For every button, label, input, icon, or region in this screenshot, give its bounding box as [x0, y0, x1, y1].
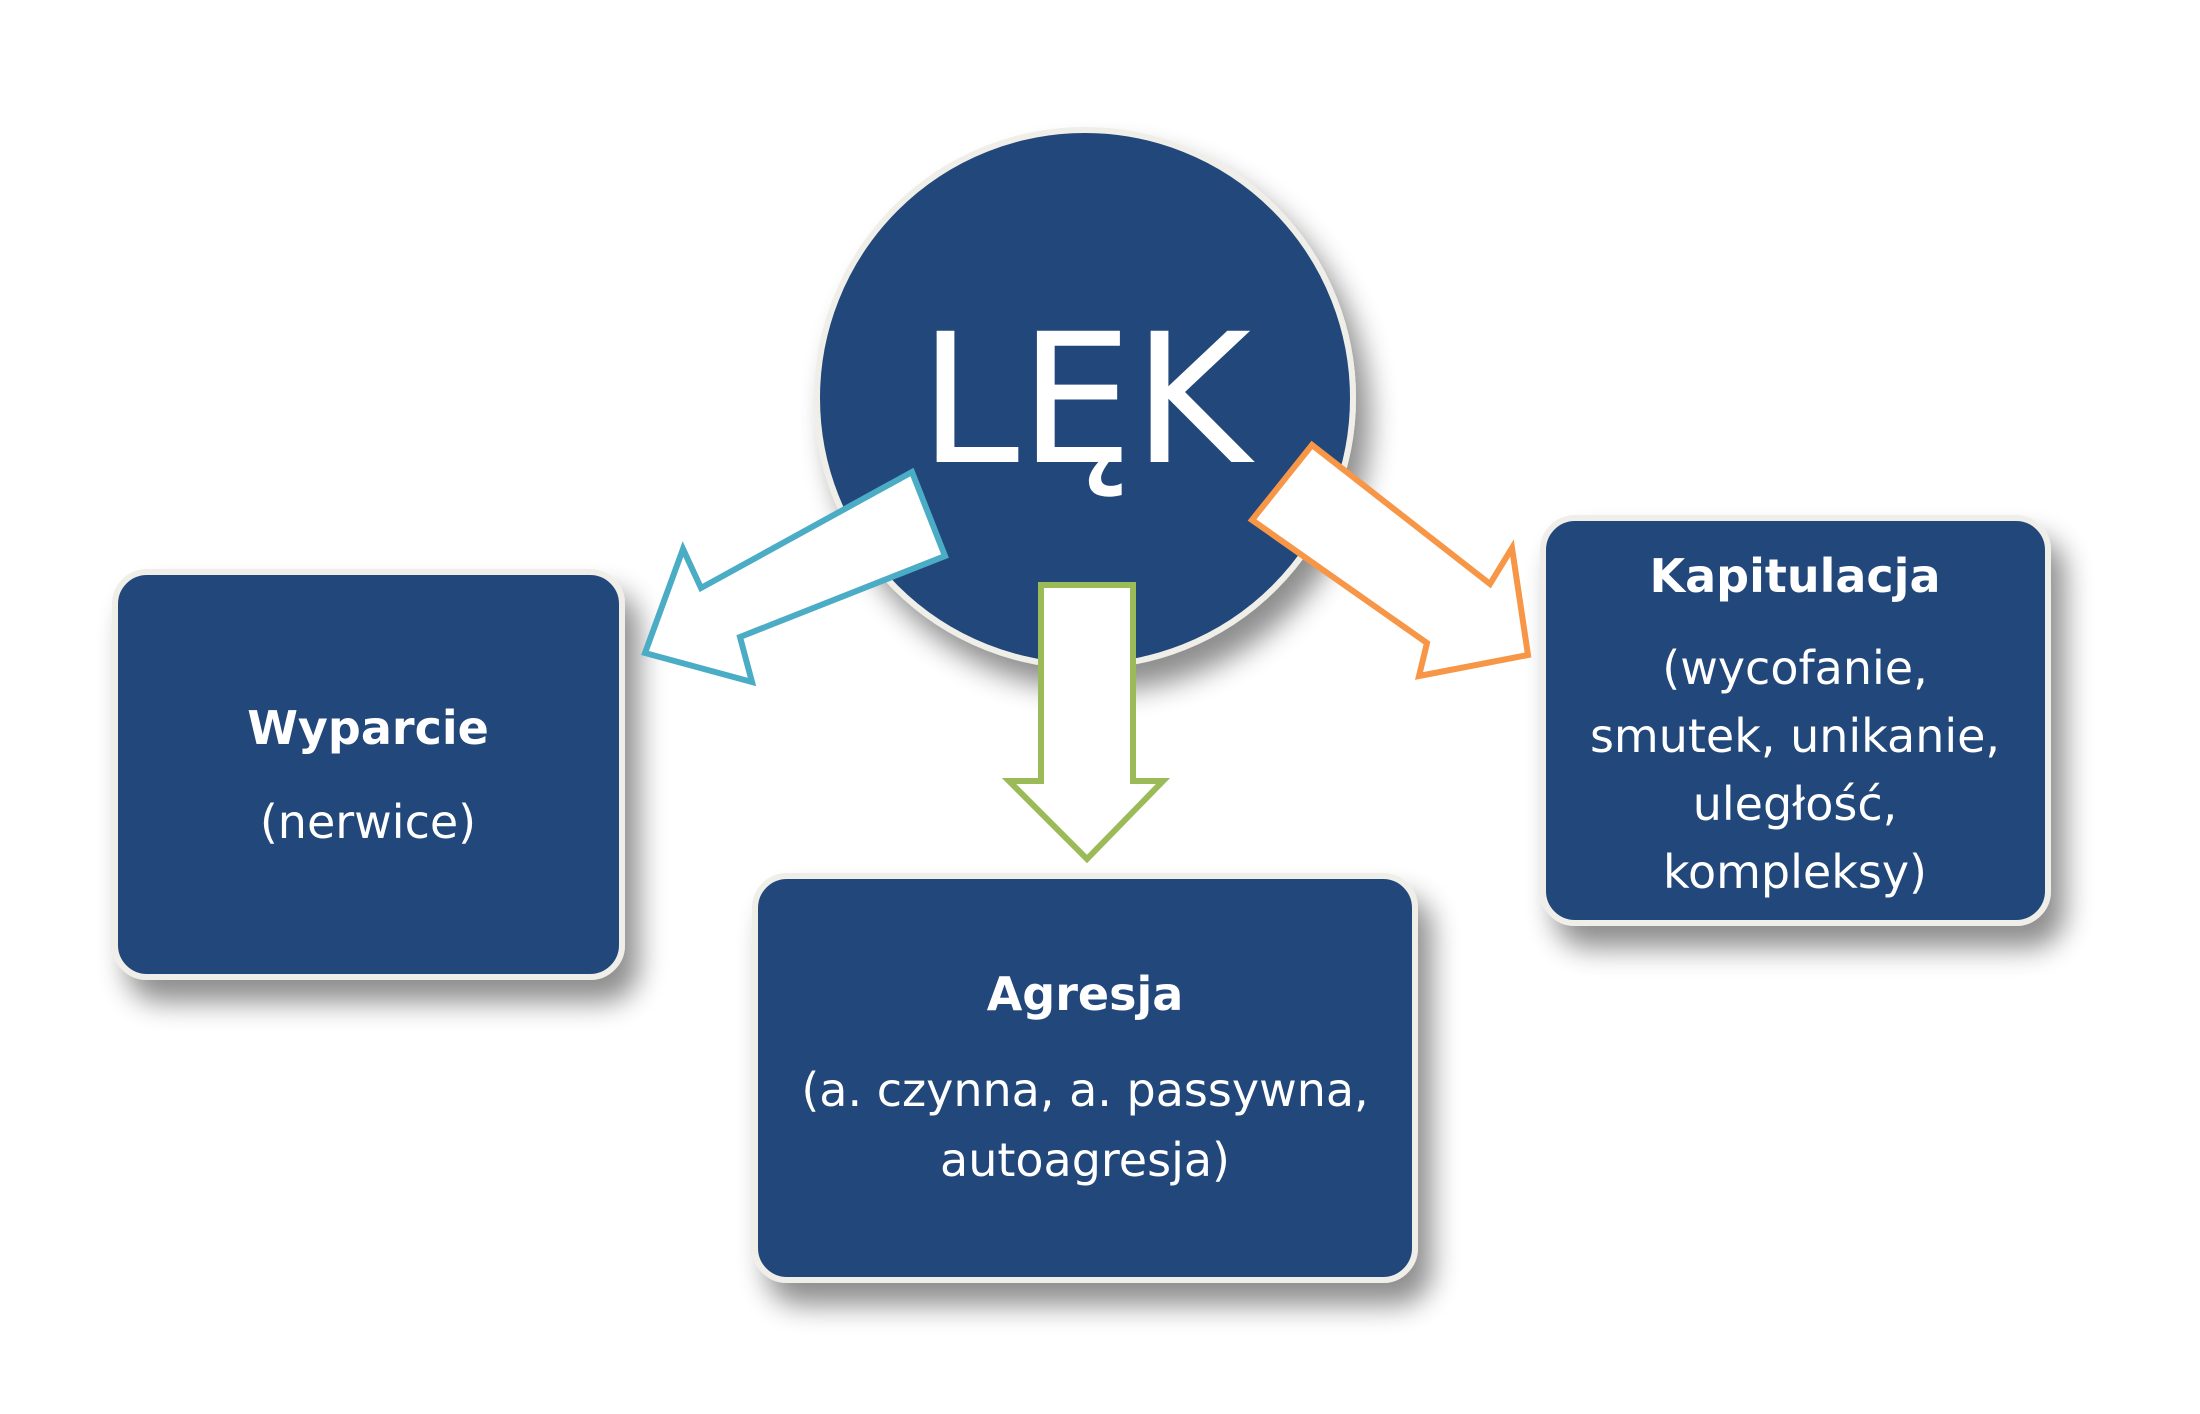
node-wyparcie: Wyparcie (nerwice) [112, 569, 625, 980]
node-agresja: Agresja (a. czynna, a. passywna, autoagr… [752, 873, 1418, 1283]
center-label: LĘK [919, 296, 1255, 505]
node-wyparcie-box [112, 569, 625, 980]
node-kapitulacja-line-3: uległość, [1693, 777, 1898, 831]
node-kapitulacja-title: Kapitulacja [1649, 549, 1940, 603]
node-wyparcie-title: Wyparcie [247, 701, 489, 755]
node-agresja-box [752, 873, 1418, 1283]
node-kapitulacja-line-4: kompleksy) [1663, 845, 1927, 899]
node-kapitulacja-box [1540, 515, 2051, 926]
arrow-to-agresja [1001, 582, 1171, 864]
arrow-to-wyparcie [641, 467, 949, 687]
center-node: LĘK [814, 127, 1356, 669]
arrow-to-kapitulacja [1247, 440, 1532, 680]
node-agresja-line-2: autoagresja) [940, 1133, 1230, 1187]
node-kapitulacja-line-1: (wycofanie, [1662, 641, 1927, 695]
node-kapitulacja: Kapitulacja (wycofanie, smutek, unikanie… [1540, 515, 2051, 926]
node-agresja-title: Agresja [987, 967, 1184, 1021]
node-kapitulacja-line-2: smutek, unikanie, [1590, 709, 2000, 763]
node-wyparcie-line-1: (nerwice) [260, 795, 476, 849]
node-agresja-line-1: (a. czynna, a. passywna, [801, 1063, 1368, 1117]
